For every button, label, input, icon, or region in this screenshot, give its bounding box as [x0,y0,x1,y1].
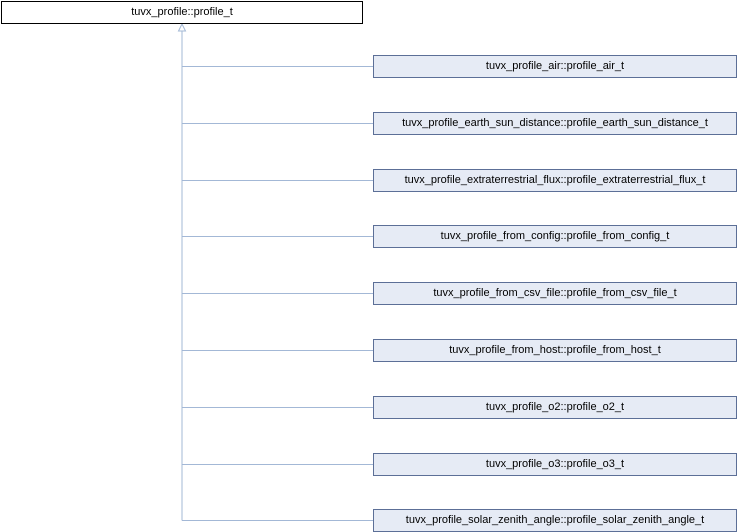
derived-class-node[interactable]: tuvx_profile_solar_zenith_angle::profile… [373,509,737,532]
derived-class-node[interactable]: tuvx_profile_from_host::profile_from_hos… [373,339,737,362]
derived-class-node[interactable]: tuvx_profile_from_csv_file::profile_from… [373,282,737,305]
base-class-node[interactable]: tuvx_profile::profile_t [1,1,363,24]
derived-class-node[interactable]: tuvx_profile_extraterrestrial_flux::prof… [373,169,737,192]
derived-class-label: tuvx_profile_air::profile_air_t [485,60,625,72]
base-class-label: tuvx_profile::profile_t [131,6,233,18]
derived-class-node[interactable]: tuvx_profile_earth_sun_distance::profile… [373,112,737,135]
derived-class-node[interactable]: tuvx_profile_o2::profile_o2_t [373,396,737,419]
derived-class-label: tuvx_profile_from_csv_file::profile_from… [433,287,677,299]
derived-class-label: tuvx_profile_extraterrestrial_flux::prof… [404,174,706,186]
inheritance-edges [177,22,373,521]
derived-class-node[interactable]: tuvx_profile_from_config::profile_from_c… [373,225,737,248]
derived-class-label: tuvx_profile_earth_sun_distance::profile… [402,117,708,129]
derived-class-label: tuvx_profile_o3::profile_o3_t [485,458,625,470]
derived-class-node[interactable]: tuvx_profile_air::profile_air_t [373,55,737,78]
derived-class-node[interactable]: tuvx_profile_o3::profile_o3_t [373,453,737,476]
inheritance-arrow-icon [177,22,187,32]
derived-class-label: tuvx_profile_o2::profile_o2_t [485,401,625,413]
derived-class-label: tuvx_profile_solar_zenith_angle::profile… [405,514,705,526]
derived-class-label: tuvx_profile_from_config::profile_from_c… [440,230,670,242]
derived-class-label: tuvx_profile_from_host::profile_from_hos… [449,344,661,356]
